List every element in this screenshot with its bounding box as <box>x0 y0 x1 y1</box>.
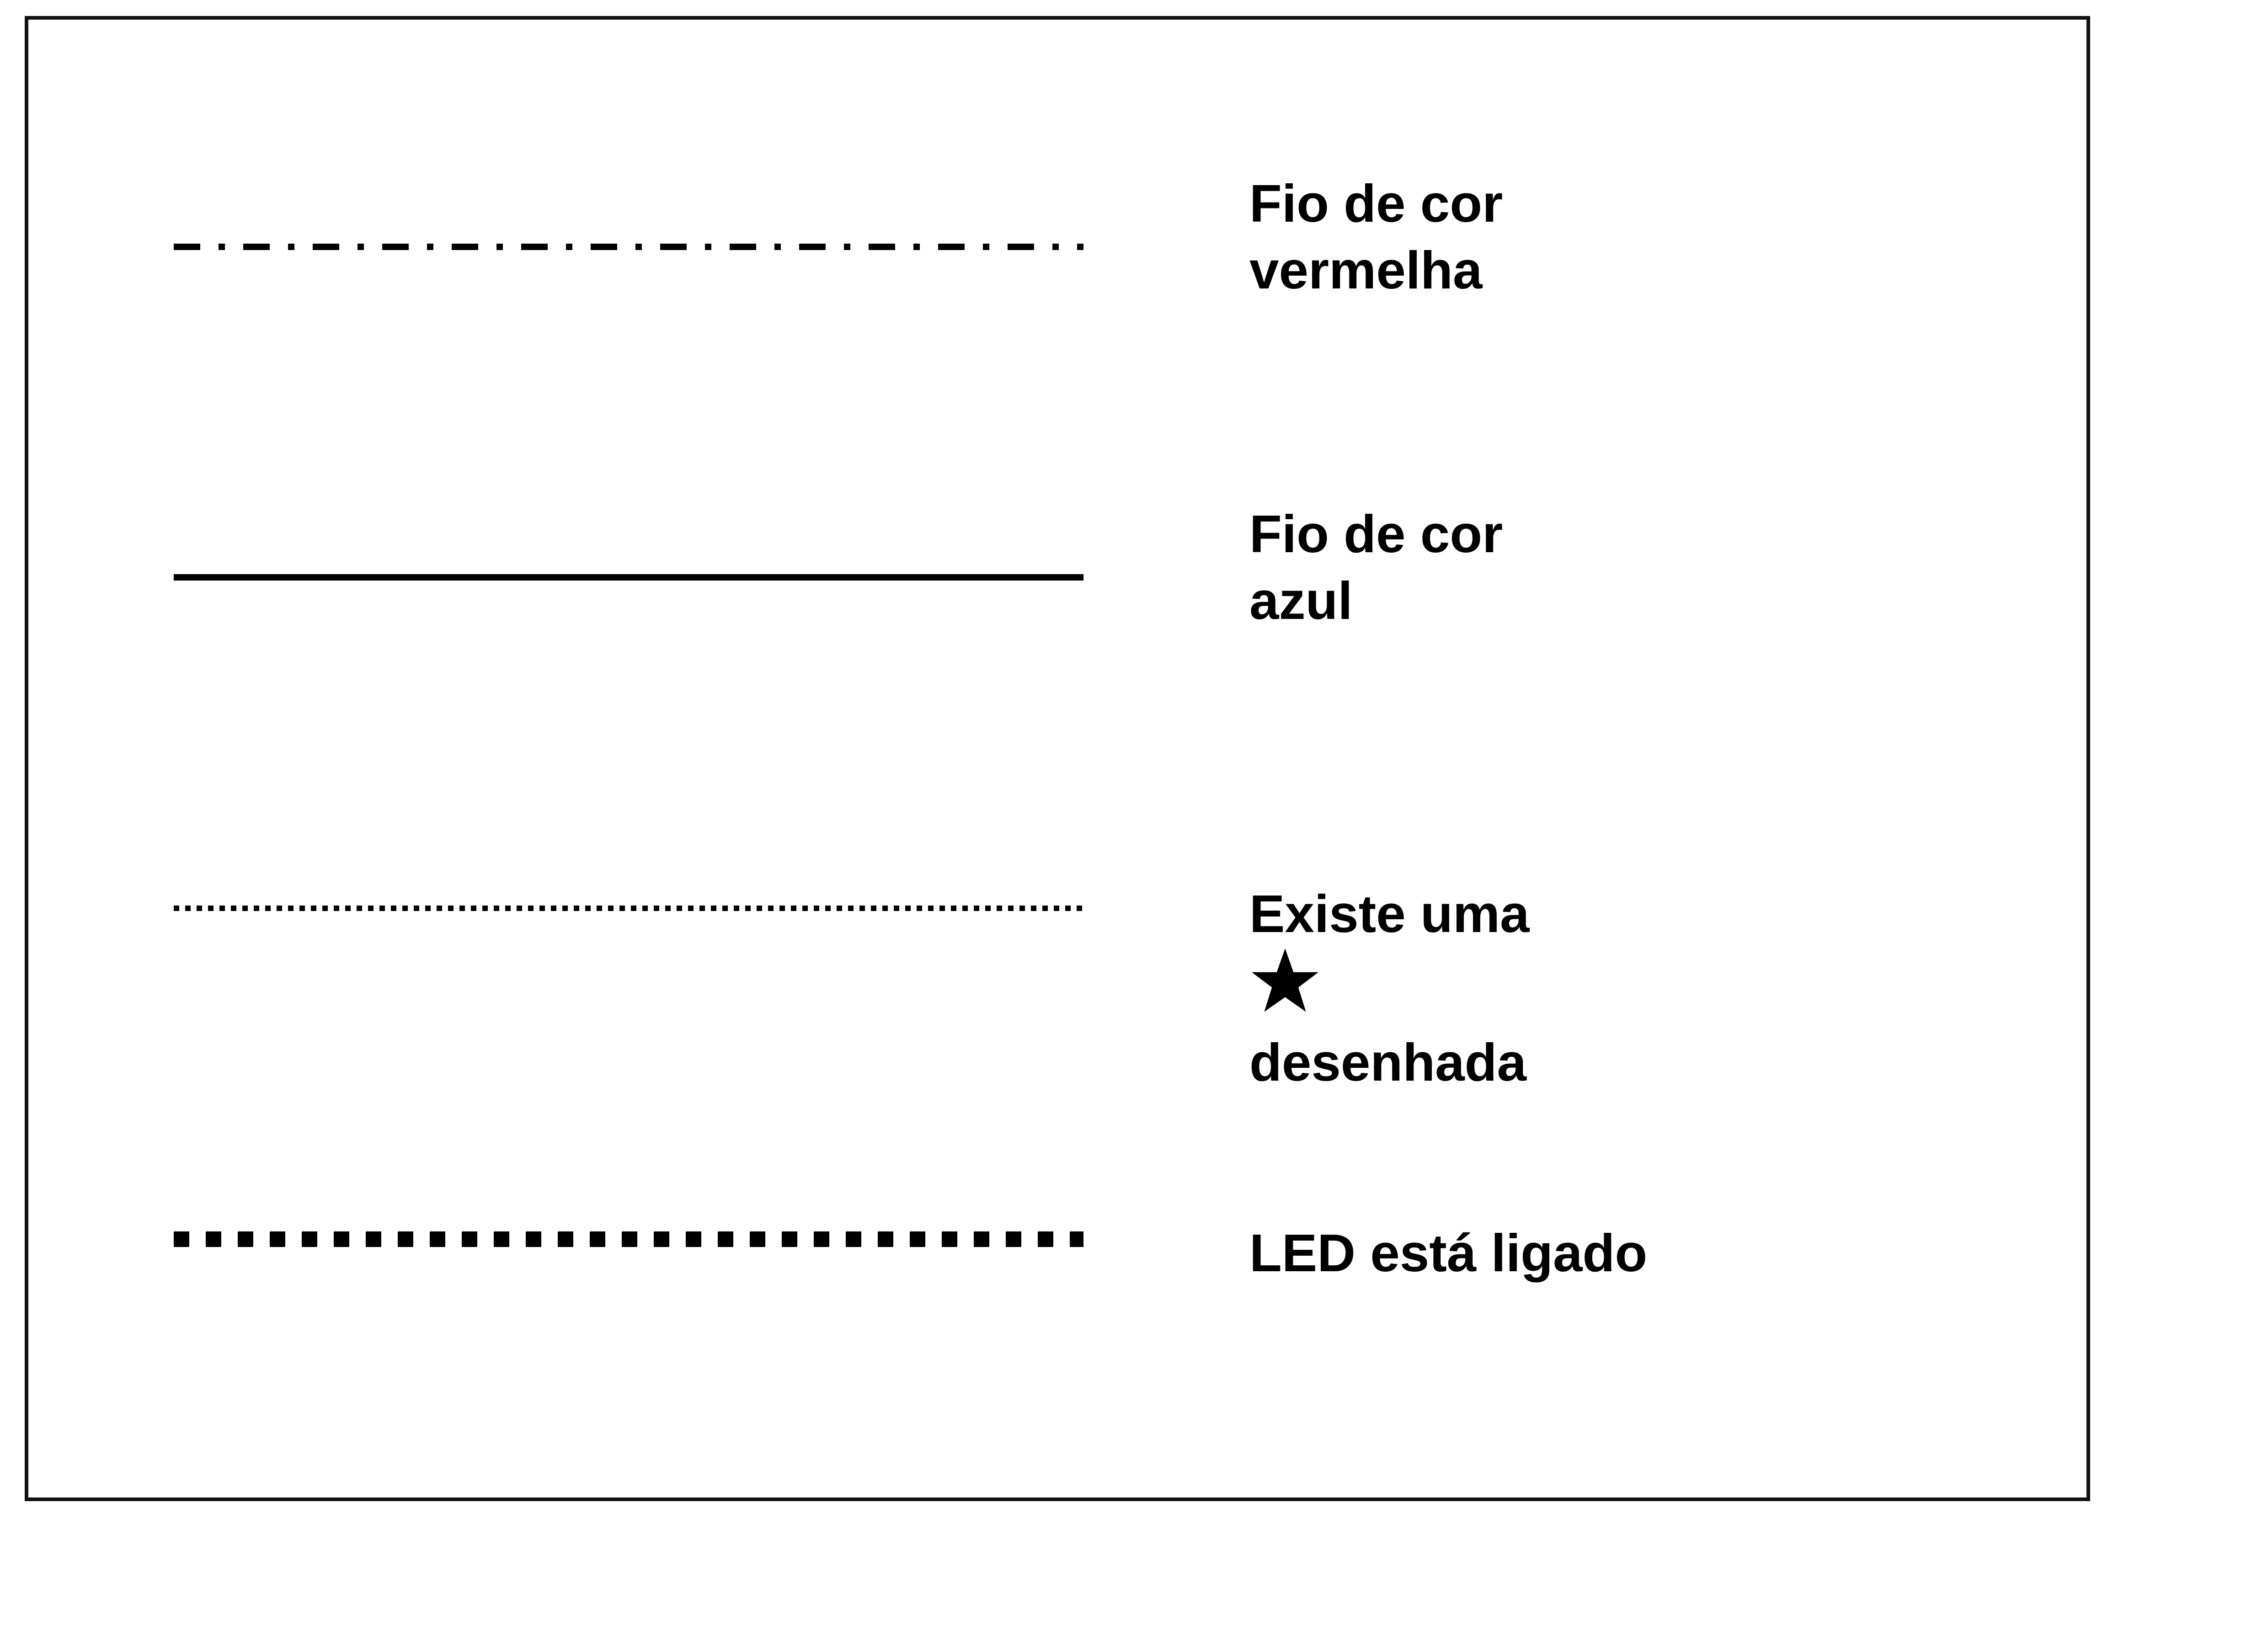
legend-label-red-wire: Fio de cor vermelha <box>1249 170 1503 304</box>
legend-label-line: azul <box>1249 571 1353 630</box>
legend-label-line: LED está ligado <box>1249 1223 1648 1283</box>
legend-label-line: Existe uma <box>1249 884 1530 943</box>
star-icon <box>1252 949 1318 1012</box>
legend-label-line: vermelha <box>1249 240 1483 300</box>
legend-label-star-drawn: Existe uma desenhada <box>1249 880 1530 1096</box>
legend-label-blue-wire: Fio de cor azul <box>1249 501 1503 634</box>
legend-label-line: Fio de cor <box>1249 504 1503 564</box>
legend-label-star-row: desenhada <box>1249 947 1530 1096</box>
legend-label-led-on: LED está ligado <box>1249 1220 1647 1286</box>
legend-label-line: Fio de cor <box>1249 174 1503 233</box>
legend-frame <box>25 16 2090 1501</box>
legend-label-line: desenhada <box>1249 1033 1526 1092</box>
